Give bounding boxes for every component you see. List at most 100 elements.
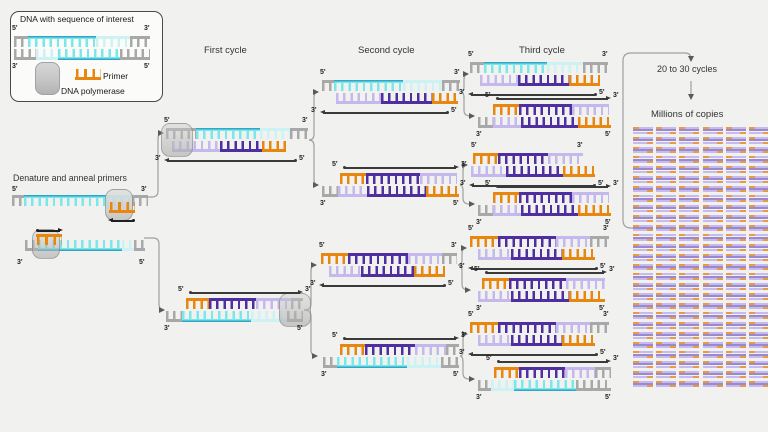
strand-bases [250,311,287,319]
strand-bases [14,39,28,47]
strand-bases [520,117,578,125]
prime-label: 5' [486,355,492,362]
strand [25,237,145,251]
strand-backbone [250,319,287,322]
dna-copy [656,263,677,271]
dna-copy [725,361,746,368]
strand-segment [498,153,548,167]
dna-copy [633,214,653,222]
arrow-line [471,94,595,96]
strand-bases [498,156,548,164]
prime-label: 5' [164,117,170,124]
arrow-line [471,354,596,356]
synthesis-arrow [319,283,446,289]
strand-segment [478,332,511,346]
prime-label: 3' [310,280,316,287]
strand-bases [478,291,512,299]
strand-backbone [509,278,566,281]
strand-backbone [518,367,566,370]
synthesis-arrow [189,290,303,296]
top-strand [470,62,608,76]
strand-segment [131,195,148,209]
strand-backbone [334,80,404,83]
strand-segment [577,202,611,216]
strand-bases [166,311,183,319]
strand-backbone [478,388,492,391]
dna-copy [725,166,746,173]
strand-bases [497,325,557,333]
strand-backbone [442,253,457,256]
prime-label: 5' [453,200,459,207]
top-strand [493,104,609,118]
strand-bases [322,83,335,91]
bottom-strand [478,246,595,260]
dna-copy [725,175,746,183]
arrow-head [454,165,459,170]
prime-label: 3' [17,259,23,266]
strand-segment [478,246,511,260]
strand-segment [166,308,183,322]
strand-bases [518,75,569,83]
top-strand [322,80,460,94]
first-cycle-duplex-1: 5'3'3'5' [155,117,308,163]
prime-label: 5' [320,69,326,76]
prime-label: 5' [139,259,145,266]
prime-label: 3' [144,25,150,32]
second-cycle-duplex-1: 5'3'3'5' [311,69,460,115]
strand-backbone [470,236,498,239]
strand-bases [562,335,595,343]
prime-label: 5' [299,155,305,162]
synthesis-arrow [497,359,611,365]
dna-copy [679,331,700,339]
dna-copy [656,166,677,173]
dna-copy [702,214,723,222]
dna-copy [702,166,723,173]
strand-segment [442,80,460,94]
dna-copy [725,185,746,193]
strand-backbone [14,36,28,39]
strand-segment [381,90,433,104]
strand-segment [562,163,595,177]
strand-bases [562,249,595,257]
dna-copy [679,361,700,368]
strand-segment [562,246,595,260]
strand-bases [442,256,457,264]
strand-backbone [57,57,121,60]
arrow-head [606,359,611,364]
dna-copy [725,341,746,349]
bottom-strand [322,183,459,197]
strand-backbone [478,213,493,216]
strand-backbone [367,194,427,197]
dna-copy [702,283,723,290]
strand-segment [556,322,590,336]
prime-label: 3' [164,325,170,332]
prime-label: 5' [605,131,611,138]
strand-backbone [589,236,609,239]
dna-copy [679,283,700,290]
dna-copy [749,292,768,300]
second-cycle-duplex-3: 5'3'3'5' [310,242,457,288]
prime-label: 5' [332,161,338,168]
strand-bases [186,301,210,309]
prime-label: 5' [319,242,325,249]
strand-bases [569,291,605,299]
strand-backbone [361,274,414,277]
strand-backbone [492,213,521,216]
strand-bases [219,141,263,149]
strand-backbone [209,298,257,301]
third-cycle-duplex-7: 5'3'3'5' [459,311,609,357]
strand-backbone [478,299,512,302]
dna-copy [633,302,653,310]
strand-segment [571,192,609,206]
strand-bases [478,117,493,125]
strand-backbone [470,62,484,65]
strand-bases [478,205,493,213]
arrow-line [167,160,295,162]
dna-copy [749,166,768,173]
strand-segment [493,104,519,118]
strand-segment [322,183,339,197]
strand-backbone [594,367,611,370]
strand-bases [182,311,251,319]
strand-bases [262,141,286,149]
arrow-line [472,185,594,187]
